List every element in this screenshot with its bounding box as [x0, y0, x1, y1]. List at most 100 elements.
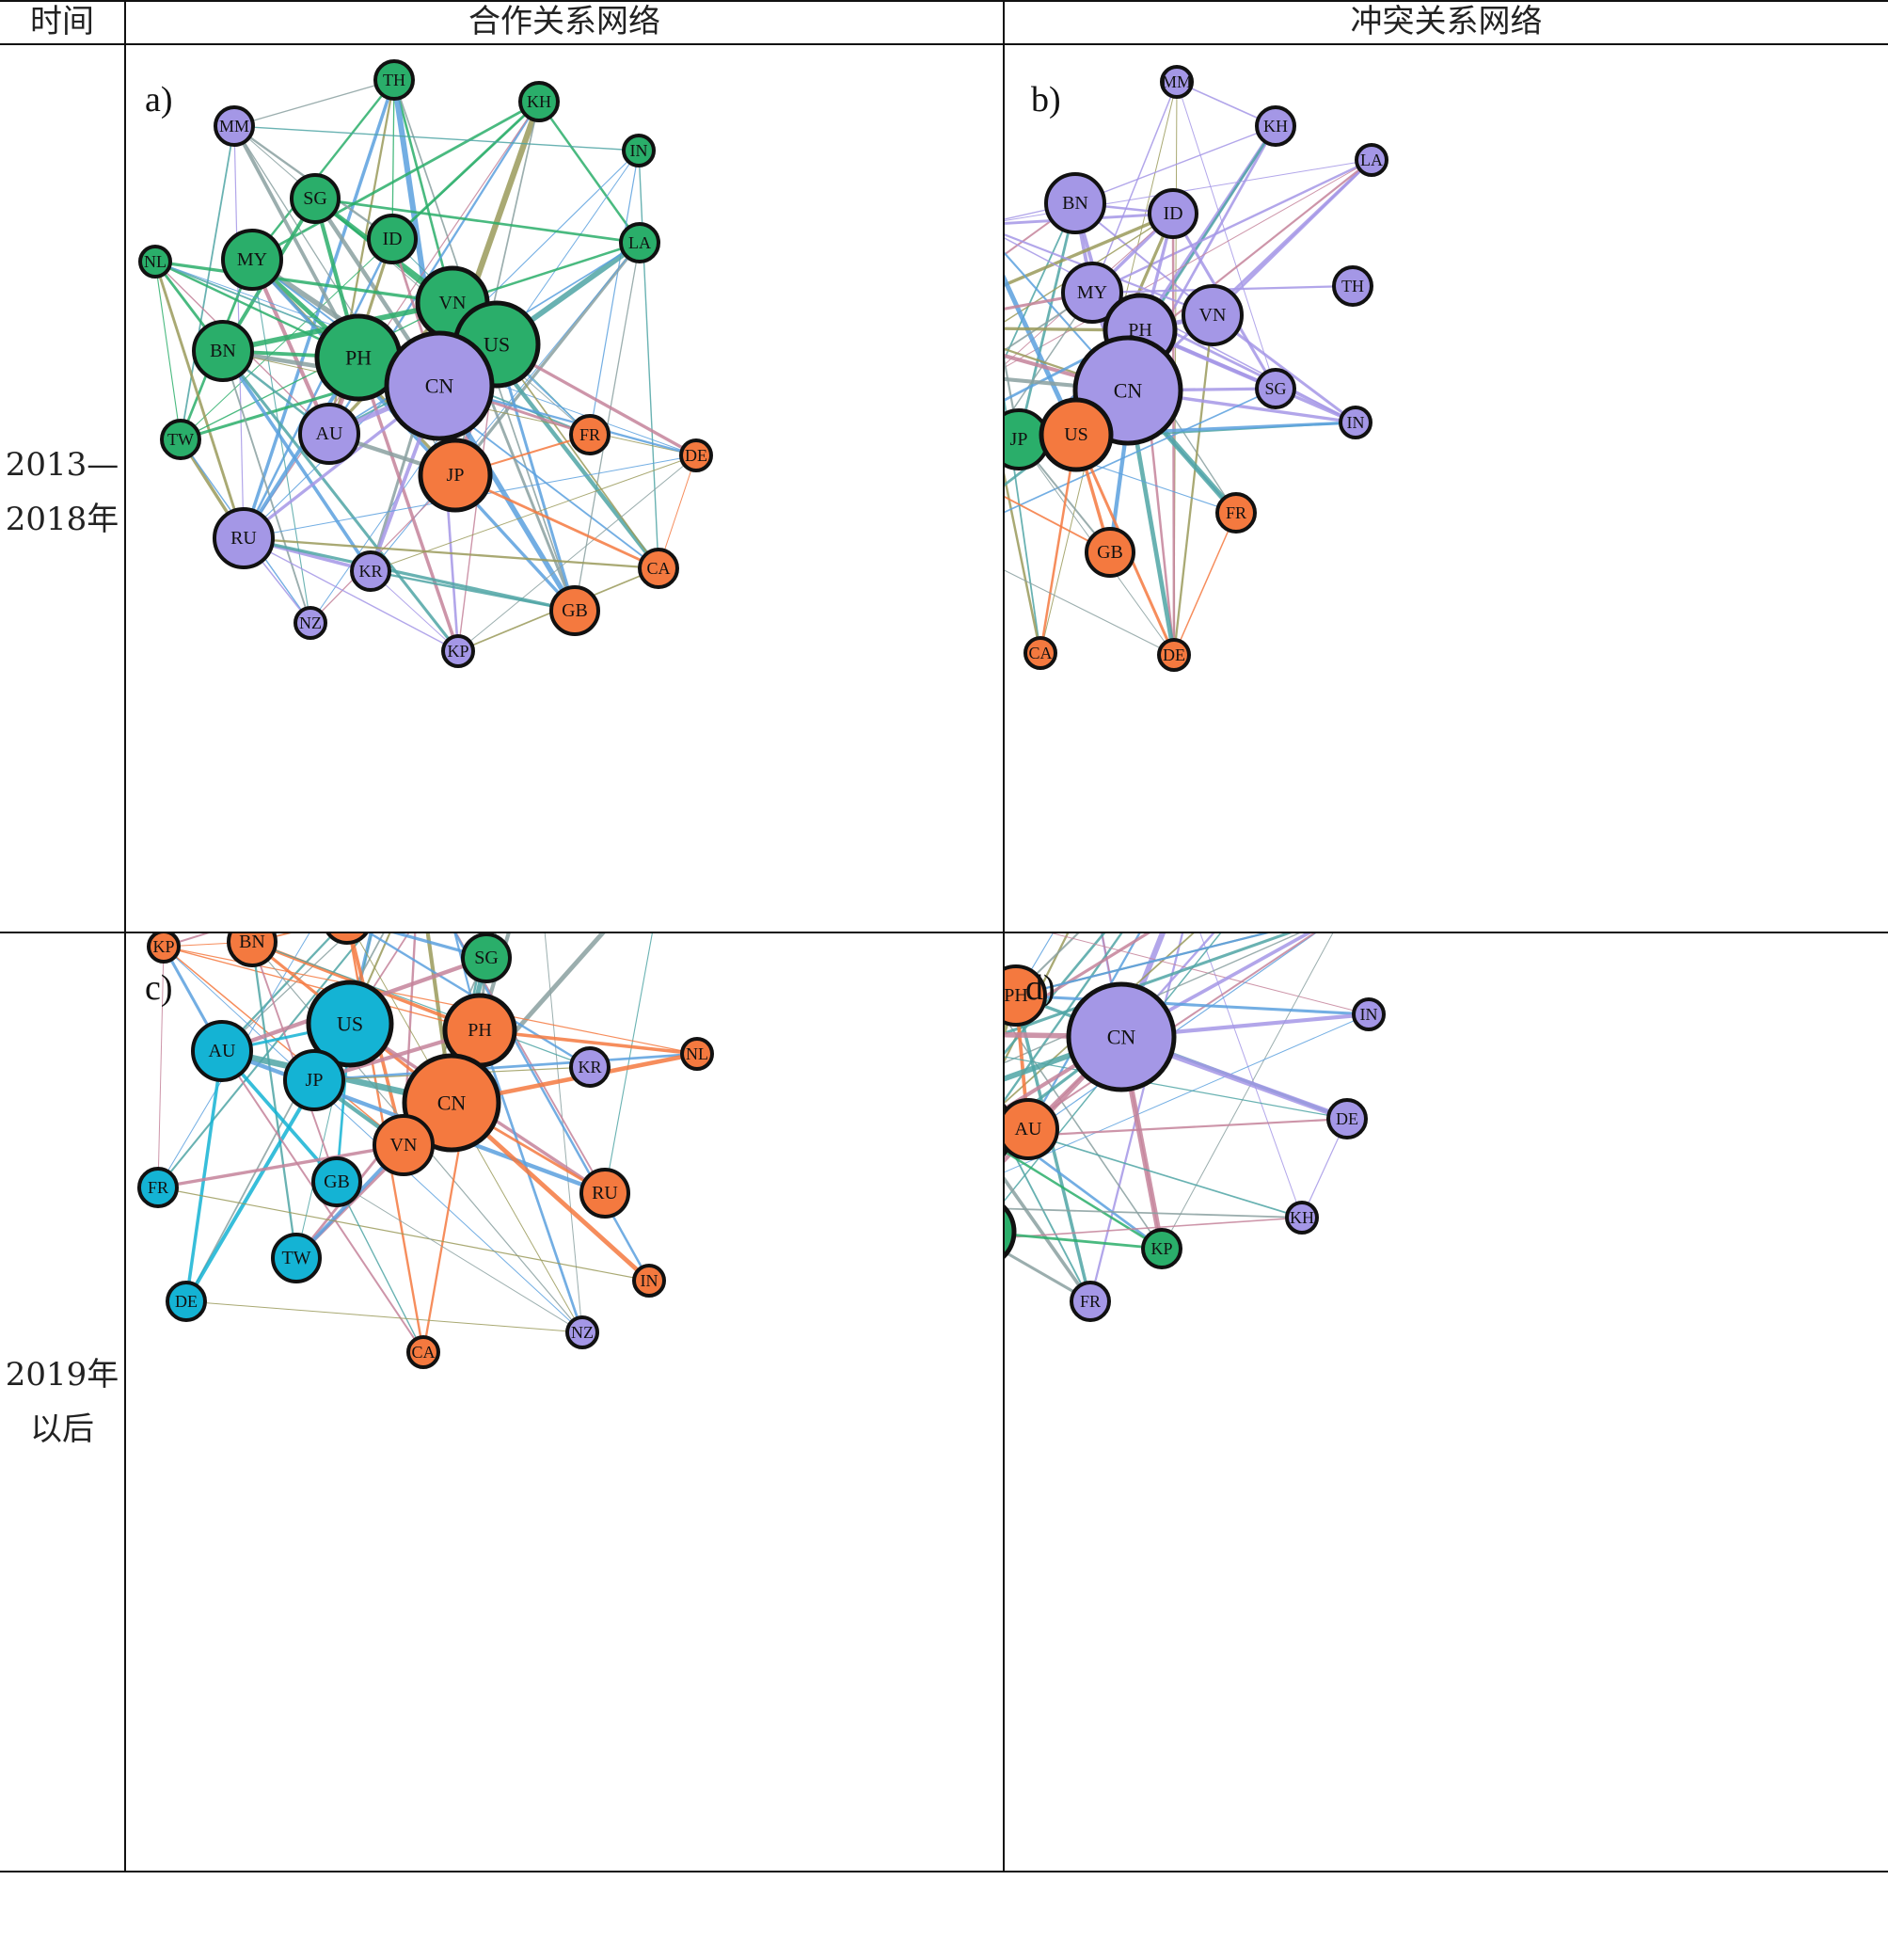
edge-NZ-RU: [1005, 933, 1316, 1141]
edge-PH-IN: [1139, 328, 1357, 424]
edge-BN-FR: [1005, 1134, 1091, 1302]
node-label: JP: [447, 465, 465, 486]
node-us: US: [1039, 397, 1114, 472]
table-bottom-rule: [0, 1871, 1888, 1872]
node-label: CN: [1114, 379, 1143, 403]
node-circle: [1157, 638, 1191, 672]
nodes: MMKHLABNIDTWTHMYVNRUAUPHNZCNSGINNLJPUSKR…: [1005, 65, 1388, 672]
edge-KH-MY: [251, 100, 540, 262]
node-circle: [549, 585, 600, 636]
edge-KH-RU: [1005, 1217, 1303, 1239]
node-jp: JP: [1005, 1204, 1017, 1259]
node-circle: [1182, 284, 1244, 346]
edge-GB-KH: [1005, 1207, 1303, 1219]
edge-LA-US: [349, 933, 410, 1025]
node-circle: [227, 933, 278, 967]
node-label: SG: [1264, 379, 1286, 398]
edge-MY-KR: [368, 933, 591, 1069]
header-conflict: 冲突关系网络: [1350, 3, 1543, 40]
period-2013-2018: 2013— 2018年: [0, 438, 124, 547]
node-circle: [160, 419, 201, 460]
edge-PH-NZ: [478, 1029, 584, 1333]
edge-LA-JP: [453, 241, 642, 477]
edge-DE-NZ: [185, 1300, 583, 1333]
header-cooperation: 合作关系网络: [468, 3, 660, 40]
node-de: DE: [166, 1281, 207, 1322]
edge-BN-KR: [221, 349, 373, 573]
panel-label: b): [1031, 80, 1061, 120]
node-circle: [1255, 368, 1296, 409]
node-kr: KR: [350, 550, 391, 592]
edge-TH-NZ: [544, 933, 583, 1333]
node-fr: FR: [137, 1167, 179, 1208]
node-label: AU: [1015, 1119, 1042, 1139]
node-label: IN: [1360, 1005, 1378, 1024]
edge-US-CA: [496, 343, 659, 569]
node-ca: CA: [638, 548, 679, 589]
edge-BN-KP: [221, 350, 460, 652]
edge-DE-KP: [457, 454, 697, 652]
node-vn: VN: [373, 1114, 435, 1176]
node-th: TH: [373, 59, 415, 101]
edge-TH-VN: [392, 79, 454, 304]
node-nl: NL: [138, 245, 172, 279]
conflict-network-2013-2018: MMKHLABNIDTWTHMYVNRUAUPHNZCNSGINNLJPUSKR…: [1005, 65, 1388, 672]
node-circle: [638, 548, 679, 589]
edge-GB-CA: [336, 1181, 424, 1353]
node-jp: JP: [283, 1049, 345, 1111]
edge-IN-CA: [638, 150, 659, 569]
node-label: VN: [1199, 305, 1227, 326]
node-circle: [221, 229, 283, 291]
edge-MY-RU: [1005, 291, 1093, 311]
node-label: NL: [144, 252, 167, 271]
edge-AU-DE: [184, 1050, 224, 1302]
node-label: KR: [578, 1058, 601, 1076]
node-kh: KH: [518, 81, 560, 122]
edge-MM-FR: [233, 125, 591, 436]
edge-KP-PH: [163, 946, 481, 1031]
node-circle: [214, 105, 255, 147]
col-divider-time: [124, 0, 126, 1872]
node-label: TH: [1341, 277, 1364, 295]
node-circle: [1148, 188, 1198, 239]
edge-MY-KR: [1005, 292, 1093, 352]
node-label: VN: [390, 1135, 418, 1155]
node-circle: [1160, 65, 1194, 99]
edge-NL-TW: [154, 261, 182, 440]
node-kp: KP: [1141, 1228, 1182, 1269]
node-label: CN: [1107, 1026, 1136, 1049]
node-label: TW: [167, 430, 194, 449]
edge-LA-MY: [1091, 158, 1372, 295]
node-label: FR: [1226, 503, 1246, 522]
node-circle: [1352, 997, 1386, 1031]
node-label: PH: [1005, 985, 1028, 1006]
node-circle: [1339, 406, 1372, 439]
node-label: FR: [579, 425, 600, 444]
edge-NL-JP: [313, 1052, 698, 1082]
edge-FR-DE: [1173, 512, 1237, 656]
node-gb: GB: [1085, 527, 1135, 578]
node-circle: [290, 173, 341, 224]
node-circle: [294, 606, 327, 640]
node-label: DE: [685, 446, 707, 465]
edge-US-FR: [1005, 1176, 1092, 1303]
node-label: US: [1064, 424, 1088, 445]
node-circle: [306, 980, 394, 1068]
node-label: TH: [383, 71, 405, 89]
edge-BN-TW: [250, 941, 298, 1259]
node-label: BN: [1062, 193, 1088, 214]
edge-FR-IN: [157, 1187, 650, 1282]
edge-KH-RU: [243, 101, 540, 539]
node-label: JP: [306, 1070, 324, 1091]
node-id: ID: [1148, 188, 1198, 239]
node-kh: KH: [1255, 105, 1296, 147]
edge-TH-KR: [1005, 933, 1123, 1102]
edge-KH-FR: [157, 933, 310, 1188]
edge-SG-KP: [1005, 388, 1277, 514]
node-in: IN: [1339, 406, 1372, 439]
node-cn: CN: [384, 330, 495, 441]
edge-ID-KP: [1005, 1016, 1163, 1250]
edge-MM-MY: [1091, 81, 1178, 294]
